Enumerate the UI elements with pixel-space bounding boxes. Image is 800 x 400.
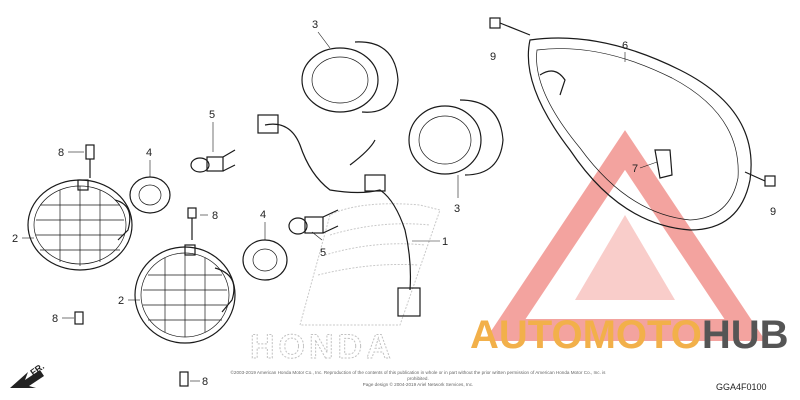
rubber-seal-upper [129, 176, 171, 214]
bolt-lower-left [74, 311, 84, 325]
watermark-triangle-logo [484, 130, 766, 341]
callout-2-upper: 2 [12, 233, 18, 245]
bolt-frame-top [489, 17, 531, 36]
callout-5-upper: 5 [209, 109, 215, 121]
callout-9-top: 9 [490, 51, 496, 63]
callout-labels: 1 2 2 3 3 4 4 5 5 6 7 8 8 8 8 9 9 [12, 19, 776, 388]
copyright-line-2: Page design © 2004-2019 Ariel Network Se… [362, 382, 474, 387]
callout-8-upper-left: 8 [58, 147, 64, 159]
bolt-frame-right [744, 171, 776, 187]
mounting-clip [654, 149, 673, 179]
watermark-word-part2: HUB [702, 313, 789, 357]
honda-wing-logo [299, 203, 441, 326]
diagram-code: GGA4F0100 [716, 382, 767, 392]
rubber-seal-lower [242, 239, 288, 281]
headlight-frame [527, 37, 752, 231]
headlight-bulb-lower [288, 209, 339, 235]
callout-7: 7 [632, 163, 638, 175]
bolt-mid [187, 207, 197, 240]
callout-4-lower: 4 [260, 209, 266, 221]
watermark-wordmark: AUTOMOTOHUB [470, 313, 789, 357]
headlight-bulb-upper [190, 149, 236, 173]
headlight-case-lower [408, 99, 504, 176]
bolt-upper-left [85, 144, 95, 178]
honda-wordmark: HONDA [250, 328, 395, 366]
callout-3-upper: 3 [312, 19, 318, 31]
front-arrow-icon [10, 370, 44, 388]
headlight-unit-upper [27, 179, 133, 271]
callout-3-lower: 3 [454, 203, 460, 215]
copyright-line-1: ©2003-2019 American Honda Motor Co., Inc… [230, 370, 606, 381]
callout-8-mid: 8 [212, 210, 218, 222]
watermark-word-part1: AUTOMOTO [470, 313, 702, 357]
callout-1: 1 [442, 236, 448, 248]
wire-harness [257, 114, 421, 317]
callout-8-bottom: 8 [202, 376, 208, 388]
bolt-bottom [179, 371, 189, 387]
callout-2-lower: 2 [118, 295, 124, 307]
callout-9-right: 9 [770, 206, 776, 218]
callout-leaders [22, 31, 658, 382]
callout-8-lower-left: 8 [52, 313, 58, 325]
headlight-unit-lower [134, 244, 236, 344]
callout-6: 6 [622, 40, 628, 52]
headlight-case-upper [301, 41, 399, 113]
copyright-notice: ©2003-2019 American Honda Motor Co., Inc… [228, 370, 608, 388]
callout-4-upper: 4 [146, 147, 152, 159]
callout-5-lower: 5 [320, 247, 326, 259]
